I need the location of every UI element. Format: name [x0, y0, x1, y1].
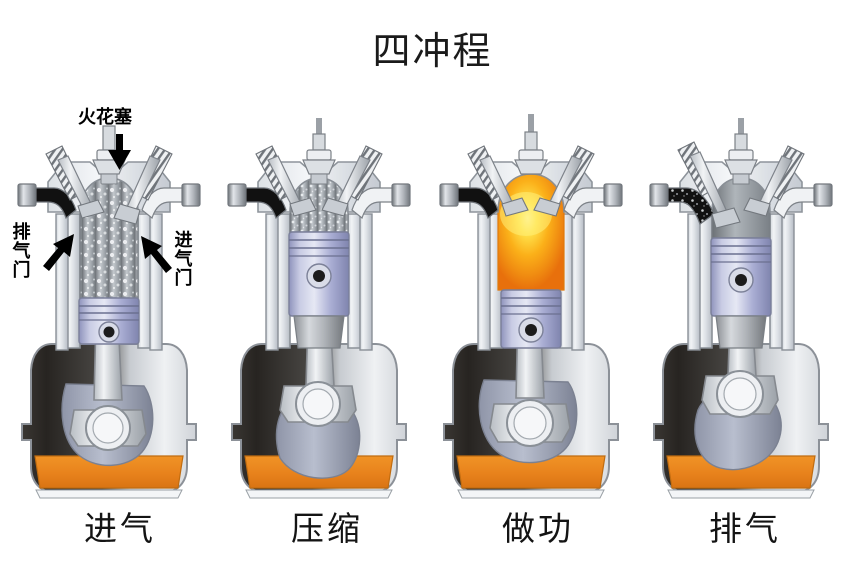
sump-flange: [667, 489, 815, 499]
stroke-caption-intake: 进气: [84, 512, 156, 548]
intake-valve-head: [743, 197, 771, 217]
spark-plug-insulator-top: [306, 149, 332, 161]
water-jacket-left: [477, 213, 491, 351]
piston-assembly: [710, 237, 772, 349]
water-jacket-right: [571, 213, 585, 351]
engine-diagram-power: [439, 114, 623, 499]
water-jacket-right: [149, 213, 163, 351]
exhaust-valve-assembly: [467, 145, 529, 217]
intake-port-passage: [563, 187, 617, 220]
stroke-caption-compression: 压缩: [291, 512, 363, 548]
intake-port-flange: [181, 183, 201, 207]
crankshaft-assembly: [478, 307, 578, 464]
engine-diagram-intake: [17, 125, 201, 499]
piston-skirt: [293, 315, 345, 349]
intake-port-passage: [141, 187, 195, 220]
crank-pin-bore: [513, 406, 547, 440]
spark-plug-hex: [514, 159, 548, 175]
exhaust-port-flange: [17, 183, 37, 207]
crank-pin-bore: [92, 412, 124, 444]
spark-plug-terminal-pin: [738, 118, 744, 136]
stroke-caption-exhaust: 排气: [709, 512, 781, 548]
spark-plug-threads: [310, 173, 328, 185]
intake-valve-assembly: [743, 145, 805, 217]
intake-port-passage: [351, 187, 405, 220]
sump-flange: [35, 489, 183, 499]
spark-plug-terminal-pin: [528, 114, 534, 134]
engine-diagram-compression: [227, 118, 411, 499]
exhaust-port-passage: [655, 187, 715, 225]
piston-crown: [78, 297, 140, 345]
piston-pin: [525, 324, 537, 336]
water-jacket-right: [781, 213, 795, 351]
exhaust-valve-assembly: [677, 141, 741, 229]
exhaust-port-flange: [227, 183, 247, 207]
callout-label-spark-plug: 火花塞: [78, 107, 132, 127]
piston-pin: [103, 326, 115, 338]
exhaust-port-passage: [23, 187, 77, 220]
spark-plug-terminal: [524, 131, 538, 151]
sump-flange: [245, 489, 393, 499]
combustion-chamber-mixture: [79, 177, 139, 299]
water-jacket-left: [55, 213, 69, 351]
spark-plug-threads: [100, 173, 118, 185]
exhaust-port-flange: [439, 183, 459, 207]
intake-port-passage: [773, 187, 827, 220]
spark-plug: [302, 118, 336, 185]
spark-plug-terminal-pin: [316, 118, 322, 136]
piston-assembly: [500, 289, 562, 349]
callout-arrow-spark-plug: [108, 134, 131, 170]
intake-port-flange: [813, 183, 833, 207]
spark-plug: [724, 118, 758, 185]
piston-skirt: [715, 315, 767, 349]
water-jacket-left: [687, 213, 701, 351]
intake-port-flange: [391, 183, 411, 207]
callout-label-intake-valve: 进气门: [172, 230, 193, 287]
callout-arrow-exhaust-valve: [43, 234, 74, 271]
exhaust-port-passage: [233, 187, 287, 220]
water-jacket-right: [359, 213, 373, 351]
spark-plug-terminal: [734, 133, 748, 151]
stroke-caption-power: 做功: [502, 512, 574, 548]
piston-assembly: [78, 297, 140, 345]
spark-plug-terminal: [102, 125, 116, 151]
exhaust-port-flange: [649, 183, 669, 207]
spark-plug-insulator-top: [518, 149, 544, 161]
exhaust-valve-head: [501, 197, 529, 217]
page-title: 四冲程: [372, 31, 493, 73]
crank-pin-bore: [302, 388, 334, 420]
spark-plug: [514, 114, 548, 175]
spark-plug-threads: [732, 173, 750, 185]
intake-port-flange: [603, 183, 623, 207]
exhaust-valve-assembly: [255, 145, 317, 217]
spark-plug-terminal: [312, 133, 326, 151]
crank-pin-bore: [723, 377, 757, 411]
callout-arrow-intake-valve: [141, 236, 172, 273]
piston-pin: [313, 270, 325, 282]
intake-valve-assembly: [533, 145, 595, 217]
intake-valve-head: [533, 197, 561, 217]
spark-plug-hex: [724, 159, 758, 175]
piston-assembly: [288, 231, 350, 349]
exhaust-valve-head: [289, 197, 317, 217]
water-jacket-left: [265, 213, 279, 351]
exhaust-port-passage: [445, 187, 499, 220]
piston-pin: [735, 274, 747, 286]
sump-flange: [457, 489, 605, 499]
intake-valve-assembly: [113, 145, 173, 225]
callout-label-exhaust-valve: 排气门: [10, 222, 31, 279]
intake-valve-head: [321, 197, 349, 217]
spark-plug-hex: [302, 159, 336, 175]
exhaust-valve-head: [77, 199, 105, 219]
intake-valve-head: [113, 203, 141, 225]
spark-plug-insulator-top: [728, 149, 754, 161]
intake-valve-assembly: [321, 145, 383, 217]
exhaust-valve-head: [711, 207, 741, 229]
engine-diagram-exhaust: [649, 118, 833, 499]
exhaust-valve-assembly: [45, 145, 105, 219]
